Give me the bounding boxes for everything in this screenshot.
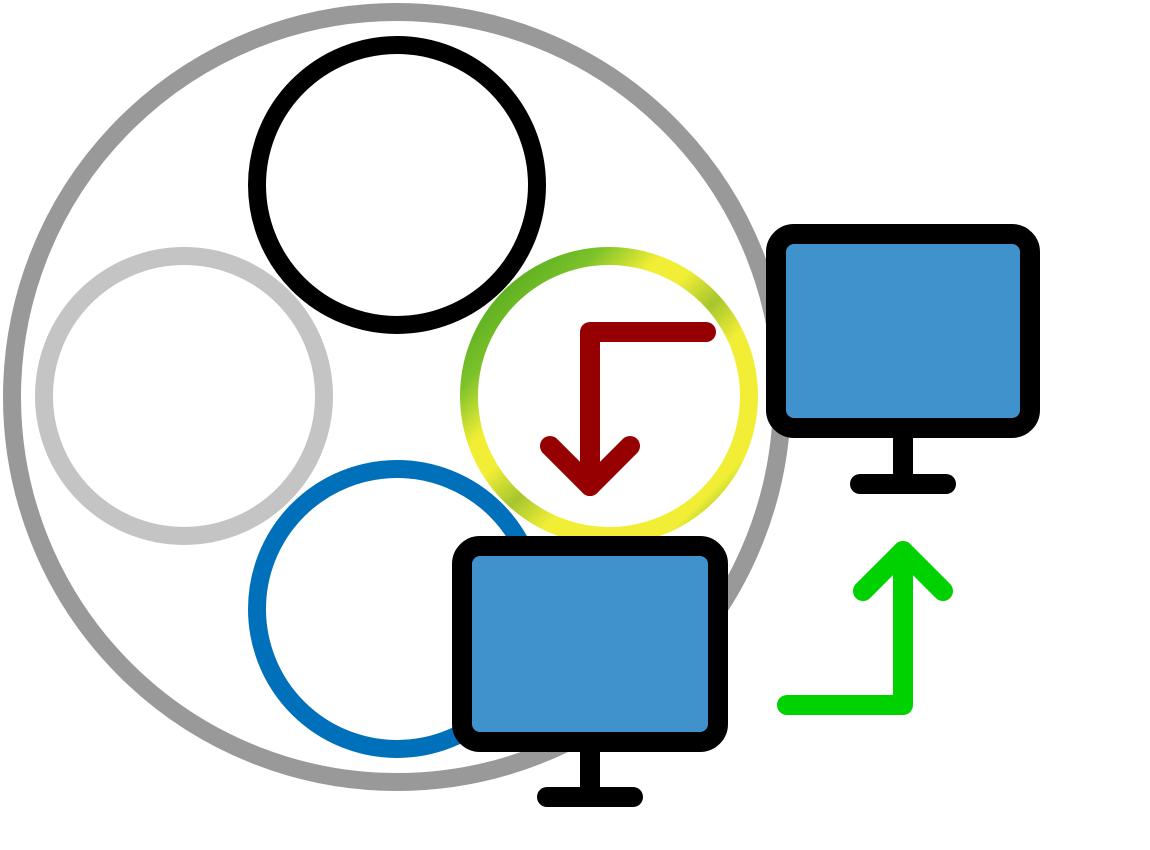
monitor-icon [452, 536, 728, 807]
gray-ring-icon [35, 247, 333, 545]
black-ring-icon [248, 36, 546, 334]
down-arrow-icon [540, 322, 716, 496]
up-arrow-icon [777, 541, 953, 715]
monitor-icon [766, 224, 1040, 494]
green-yellow-ring-icon [460, 247, 758, 545]
